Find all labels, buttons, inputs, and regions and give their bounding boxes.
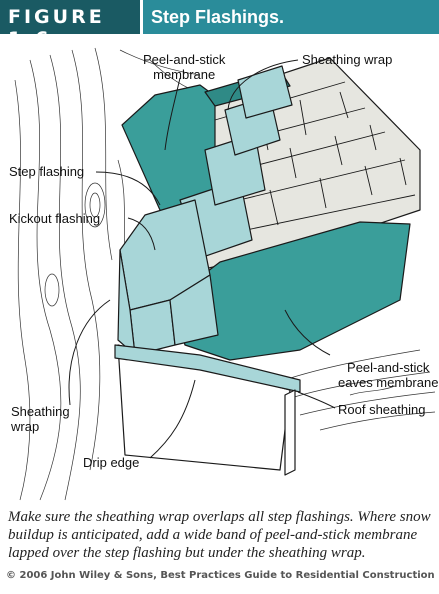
eaves-membrane (169, 221, 411, 361)
label-kickout-flashing: Kickout flashing (9, 211, 101, 226)
figure-title: Step Flashings. (151, 7, 285, 27)
label-drip-edge: Drip edge (83, 455, 140, 470)
leader-lines (68, 59, 336, 459)
label-sheathing-wrap-top: Sheathing wrap (302, 52, 393, 67)
label-peel-and-stick-membrane: Peel-and-stick membrane (143, 52, 225, 82)
figure-header: FIGURE 1-6 Step Flashings. (0, 0, 439, 50)
label-line: membrane (153, 67, 216, 82)
figure-title-box: Step Flashings. (143, 0, 439, 34)
figure-number-box: FIGURE 1-6 (0, 0, 140, 50)
step-flashing-diagram (14, 47, 436, 501)
wall-wood-grain (14, 47, 206, 501)
label-peel-and-stick-eaves-membrane: Peel-and-stick eaves membrane (338, 360, 438, 390)
figure-number: FIGURE 1-6 (8, 6, 105, 50)
label-roof-sheathing: Roof sheathing (338, 402, 426, 417)
kickout-flashing (117, 199, 219, 356)
label-line: Sheathing (11, 404, 70, 419)
label-line: eaves membrane (338, 375, 439, 390)
drip-edge (114, 344, 301, 393)
label-line: Peel-and-stick (143, 52, 226, 67)
label-line: wrap (11, 419, 40, 434)
figure-caption: Make sure the sheathing wrap overlaps al… (8, 509, 431, 561)
label-step-flashing: Step flashing (9, 164, 85, 179)
label-line: Peel-and-stick (347, 360, 430, 375)
label-sheathing-wrap-left: Sheathing wrap (11, 404, 70, 434)
copyright-credit: © 2006 John Wiley & Sons, Best Practices… (6, 570, 435, 581)
